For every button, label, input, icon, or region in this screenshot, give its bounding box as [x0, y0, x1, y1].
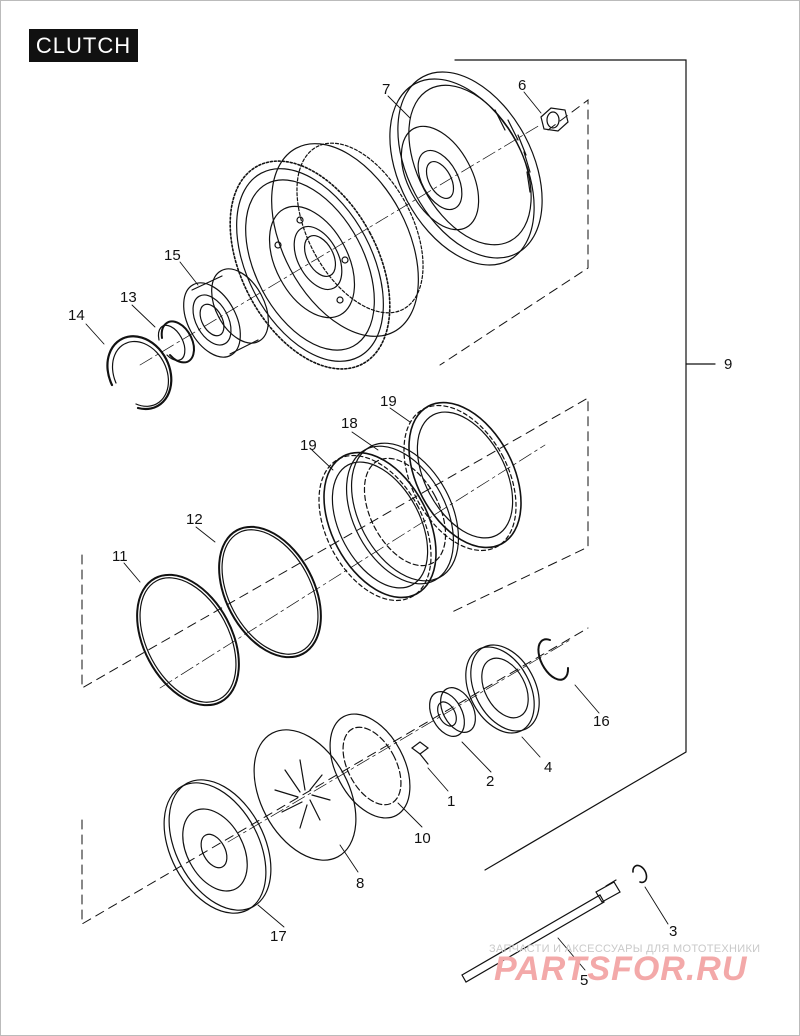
- callout-9: 9: [724, 356, 732, 373]
- friction-plate-back: [403, 401, 522, 552]
- pressure-plate: [163, 779, 272, 914]
- callout-14: 14: [68, 307, 85, 324]
- callout-3: 3: [669, 923, 677, 940]
- callout-6: 6: [518, 77, 526, 94]
- retaining-ring-14: [106, 335, 173, 411]
- callout-10: 10: [414, 830, 431, 847]
- callout-19-front: 19: [300, 437, 317, 454]
- page-title: CLUTCH: [29, 29, 138, 62]
- clutch-shell: [229, 142, 424, 370]
- friction-plate-front: [318, 451, 437, 602]
- watermark-subtitle: ЗАПЧАСТИ И АКСЕССУАРЫ ДЛЯ МОТОТЕХНИКИ: [489, 943, 761, 955]
- callout-2: 2: [486, 773, 494, 790]
- callout-18: 18: [341, 415, 358, 432]
- centerlines: [139, 124, 571, 843]
- diaphragm-spring: [253, 729, 357, 861]
- bearing-2: [429, 687, 476, 737]
- retaining-ring-13: [157, 320, 195, 364]
- ring-12: [218, 525, 322, 659]
- retaining-ring-16: [537, 638, 570, 681]
- screw: [411, 741, 429, 765]
- callout-12: 12: [186, 511, 203, 528]
- callout-11: 11: [112, 548, 128, 565]
- callout-4: 4: [544, 759, 552, 776]
- callout-labels: 7 6 15 13 14 9 19 18 19 12 11 16 4 2 1 1…: [68, 77, 732, 989]
- callout-19-back: 19: [380, 393, 397, 410]
- callout-1: 1: [447, 793, 455, 810]
- callout-7: 7: [382, 81, 390, 98]
- callout-5: 5: [580, 972, 588, 989]
- callout-15: 15: [164, 247, 181, 264]
- callout-17: 17: [270, 928, 287, 945]
- release-housing: [465, 644, 540, 734]
- callout-8: 8: [356, 875, 364, 892]
- assembly-bracket: [454, 59, 716, 871]
- ring-11: [136, 573, 240, 707]
- pushrod: [461, 879, 621, 983]
- clutch-hub: [389, 71, 543, 266]
- callout-13: 13: [120, 289, 137, 306]
- callout-16: 16: [593, 713, 610, 730]
- snap-ring-3: [632, 864, 648, 884]
- leader-lines: [85, 91, 669, 971]
- nut: [540, 107, 569, 132]
- group-boxes: [81, 99, 589, 925]
- steel-plate: [345, 442, 460, 585]
- spring-seat: [329, 713, 411, 819]
- watermark-brand: PARTSFOR.RU: [494, 950, 748, 988]
